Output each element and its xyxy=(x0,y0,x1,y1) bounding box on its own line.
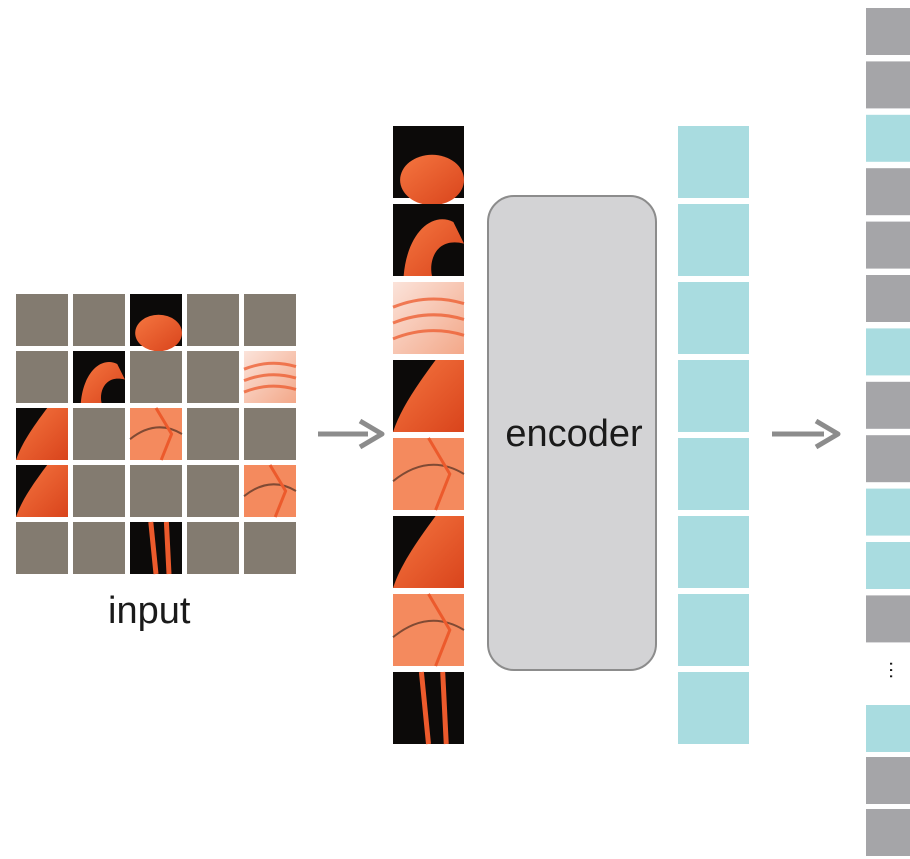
masked-patch xyxy=(187,351,239,403)
visible-token xyxy=(866,328,910,376)
visible-patch xyxy=(393,204,464,276)
mask-token xyxy=(866,435,910,483)
masked-patch xyxy=(130,465,182,517)
visible-token xyxy=(866,705,910,752)
visible-patch xyxy=(243,351,297,403)
encoded-token xyxy=(678,126,749,198)
visible-patch xyxy=(393,671,464,745)
encoded-token xyxy=(678,672,749,744)
masked-patch xyxy=(187,522,239,574)
mask-token xyxy=(866,275,910,322)
visible-patch xyxy=(392,593,465,667)
visible-token xyxy=(866,542,910,589)
mask-token xyxy=(866,757,910,804)
visible-patch xyxy=(16,465,68,517)
ellipsis-icon: … xyxy=(885,660,907,680)
mask-token xyxy=(866,595,910,643)
visible-patch xyxy=(73,351,125,403)
masked-patch xyxy=(73,465,125,517)
visible-patch xyxy=(16,408,68,460)
encoded-token xyxy=(678,282,749,354)
masked-patch xyxy=(130,351,182,403)
encoder-block xyxy=(487,195,657,671)
arrow-icon xyxy=(318,418,385,450)
masked-patch xyxy=(16,294,68,346)
visible-token xyxy=(866,114,910,162)
encoded-token xyxy=(678,360,749,432)
masked-patch xyxy=(73,522,125,574)
masked-patch xyxy=(73,294,125,346)
input-grid xyxy=(16,294,297,575)
visible-token xyxy=(866,488,910,536)
masked-patch xyxy=(16,351,68,403)
visible-patch xyxy=(130,294,183,352)
masked-patch xyxy=(187,465,239,517)
masked-patch xyxy=(244,522,296,574)
encoded-token xyxy=(678,594,749,666)
mask-token xyxy=(866,221,910,269)
mask-token xyxy=(866,809,910,856)
encoder-label: encoder xyxy=(505,413,643,455)
full-token-sequence-column xyxy=(866,8,910,856)
visible-patch xyxy=(392,437,465,511)
mask-token xyxy=(866,381,910,429)
masked-patch xyxy=(187,408,239,460)
mask-token xyxy=(866,61,910,109)
visible-patch xyxy=(243,464,297,518)
visible-patch xyxy=(392,282,465,354)
encoder-box xyxy=(487,195,657,671)
visible-patch xyxy=(393,360,464,432)
mask-token xyxy=(866,168,910,216)
mask-token xyxy=(866,8,910,55)
arrow-icon xyxy=(772,418,841,450)
visible-patches-column xyxy=(392,126,465,745)
masked-patch xyxy=(16,522,68,574)
masked-patch xyxy=(187,294,239,346)
encoded-token xyxy=(678,516,749,588)
encoded-token xyxy=(678,438,749,510)
masked-patch xyxy=(244,294,296,346)
visible-patch xyxy=(393,126,464,206)
masked-patch xyxy=(73,408,125,460)
visible-patch xyxy=(129,407,183,461)
masked-patch xyxy=(244,408,296,460)
input-label: input xyxy=(108,590,191,632)
encoded-token xyxy=(678,204,749,276)
visible-patch xyxy=(393,516,464,588)
encoded-tokens-column xyxy=(678,126,749,744)
visible-patch xyxy=(130,521,182,575)
